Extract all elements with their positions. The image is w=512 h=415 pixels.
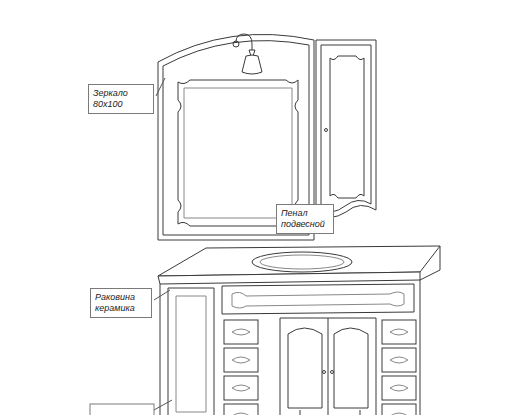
drawer-handle [390, 357, 408, 363]
callout-text: Раковина керамика [95, 292, 147, 314]
drawer-handle [390, 329, 408, 335]
drawer [382, 404, 416, 415]
drawer-handle [232, 357, 250, 363]
drawer [382, 348, 416, 372]
drawer-handle [390, 413, 408, 415]
drawer-handle [232, 413, 250, 415]
callout-text: Зеркало 80х100 [93, 88, 149, 110]
drawer [224, 376, 258, 400]
hanging-cabinet [316, 40, 376, 218]
drawers [224, 320, 416, 415]
callout-text: Пенал подвесной [281, 208, 329, 230]
drawer [382, 376, 416, 400]
callout-label: Зеркало 80х100 [88, 84, 154, 114]
drawer-handle [390, 385, 408, 391]
drawer [224, 320, 258, 344]
drawer [224, 348, 258, 372]
callout-label: Пенал подвесной [276, 204, 334, 234]
sink [252, 252, 352, 272]
leader-lines [154, 78, 330, 410]
drawer-handle [232, 385, 250, 391]
vanity [158, 246, 440, 415]
lamp [233, 34, 262, 74]
drawer [382, 320, 416, 344]
drawer [224, 404, 258, 415]
drawer-handle [232, 329, 250, 335]
callout-box [90, 404, 154, 415]
callout-label: Раковина керамика [90, 288, 152, 318]
